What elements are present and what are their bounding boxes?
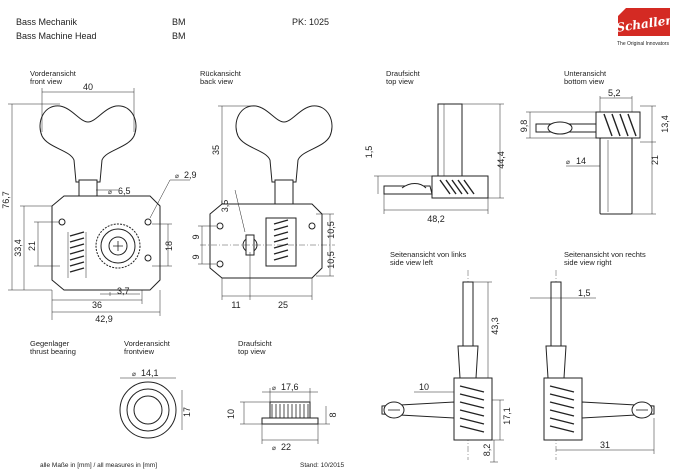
left-view-label-en: side view left xyxy=(390,258,434,267)
dim-thrust-d14-1: 14,1 xyxy=(141,368,159,378)
dim-front-21: 21 xyxy=(27,241,37,251)
dim-right-31: 31 xyxy=(600,440,610,450)
dim-top-44-4: 44,4 xyxy=(496,151,506,169)
dim-left-8-2: 8,2 xyxy=(482,444,492,457)
diameter-symbol: ⌀ xyxy=(108,189,112,196)
right-view-label-en: side view right xyxy=(564,258,612,267)
dim-back-25: 25 xyxy=(278,300,288,310)
dim-front-d6-5: 6,5 xyxy=(118,186,131,196)
bottom-view: Unteransicht bottom view 5,2 9,8 13,4 ⌀ … xyxy=(519,69,670,215)
dim-front-76-7: 76,7 xyxy=(1,191,11,209)
thrust-top-label-en: top view xyxy=(238,347,266,356)
dim-left-43-3: 43,3 xyxy=(490,317,500,335)
dim-front-40: 40 xyxy=(83,82,93,92)
dim-back-10-5b: 10,5 xyxy=(326,251,336,269)
diameter-symbol: ⌀ xyxy=(272,385,276,392)
side-view-left: Seitenansicht von links side view left 4… xyxy=(381,250,512,463)
dim-back-10-5a: 10,5 xyxy=(326,221,336,239)
thrust-front-label-de: Vorderansicht xyxy=(124,339,171,348)
dim-bottom-13-4: 13,4 xyxy=(660,115,670,133)
dim-thrust-h8: 8 xyxy=(328,412,338,417)
right-view-label-de: Seitenansicht von rechts xyxy=(564,250,646,259)
front-view-label-en: front view xyxy=(30,77,63,86)
side-view-right: Seitenansicht von rechts side view right… xyxy=(530,250,655,460)
header-block: Bass Mechanik Bass Machine Head BM BM PK… xyxy=(16,17,329,41)
dim-back-9b: 9 xyxy=(191,254,201,259)
dim-thrust-d17-6: 17,6 xyxy=(281,382,299,392)
back-view-label-de: Rückansicht xyxy=(200,69,242,78)
dim-thrust-d17: 17 xyxy=(182,407,192,417)
dim-front-3-7: 3,7 xyxy=(117,286,130,296)
dim-bottom-21: 21 xyxy=(650,155,660,165)
dim-back-35: 35 xyxy=(211,145,221,155)
dim-back-9a: 9 xyxy=(191,234,201,239)
brand-tagline: The Original Innovators xyxy=(617,41,669,47)
brand-logo: Schaller The Original Innovators xyxy=(616,8,674,47)
dim-top-48-2: 48,2 xyxy=(427,214,445,224)
model-code: BM xyxy=(172,17,186,27)
thrust-label-en: thrust bearing xyxy=(30,347,76,356)
top-view-label-en: top view xyxy=(386,77,414,86)
diameter-symbol: ⌀ xyxy=(175,173,179,180)
dim-bottom-9-8: 9,8 xyxy=(519,120,529,133)
dim-top-1-5: 1,5 xyxy=(364,146,374,159)
dim-thrust-d22: 22 xyxy=(281,442,291,452)
thrust-top-label-de: Draufsicht xyxy=(238,339,273,348)
dim-front-36: 36 xyxy=(92,300,102,310)
dim-right-1-5: 1,5 xyxy=(578,288,591,298)
dim-front-33-4: 33,4 xyxy=(13,239,23,257)
footer-date: Stand: 10/2015 xyxy=(300,462,344,469)
front-view-label-de: Vorderansicht xyxy=(30,69,77,78)
title-de: Bass Mechanik xyxy=(16,17,78,27)
dim-thrust-h10: 10 xyxy=(226,409,236,419)
front-view: Vorderansicht front view 40 76,7 33,4 xyxy=(1,69,197,324)
top-view: Draufsicht top view 1,5 44,4 48,2 xyxy=(364,69,506,224)
dim-left-17-1: 17,1 xyxy=(502,407,512,425)
thrust-bearing: Gegenlager thrust bearing Vorderansicht … xyxy=(30,339,338,452)
model-code-2: BM xyxy=(172,31,186,41)
dim-bottom-d14: 14 xyxy=(576,156,586,166)
thrust-front-label-en: frontview xyxy=(124,347,155,356)
back-view: Rückansicht back view 35 3,5 9 9 10,5 10… xyxy=(191,69,336,310)
dim-left-10: 10 xyxy=(419,382,429,392)
bottom-view-label-en: bottom view xyxy=(564,77,605,86)
dim-back-11: 11 xyxy=(231,300,240,310)
diameter-symbol: ⌀ xyxy=(272,445,276,452)
dim-bottom-5-2: 5,2 xyxy=(608,88,621,98)
footer-units-note: alle Maße in [mm] / all measures in [mm] xyxy=(40,462,157,469)
dim-front-42-9: 42,9 xyxy=(95,314,113,324)
pk-number: PK: 1025 xyxy=(292,17,329,27)
left-view-label-de: Seitenansicht von links xyxy=(390,250,467,259)
diameter-symbol: ⌀ xyxy=(566,159,570,166)
top-view-label-de: Draufsicht xyxy=(386,69,421,78)
dim-back-3-5: 3,5 xyxy=(220,200,230,213)
title-en: Bass Machine Head xyxy=(16,31,97,41)
thrust-label-de: Gegenlager xyxy=(30,339,70,348)
diameter-symbol: ⌀ xyxy=(132,371,136,378)
dim-front-18: 18 xyxy=(164,241,174,251)
bottom-view-label-de: Unteransicht xyxy=(564,69,607,78)
dim-front-d2-9: 2,9 xyxy=(184,170,197,180)
back-view-label-en: back view xyxy=(200,77,234,86)
